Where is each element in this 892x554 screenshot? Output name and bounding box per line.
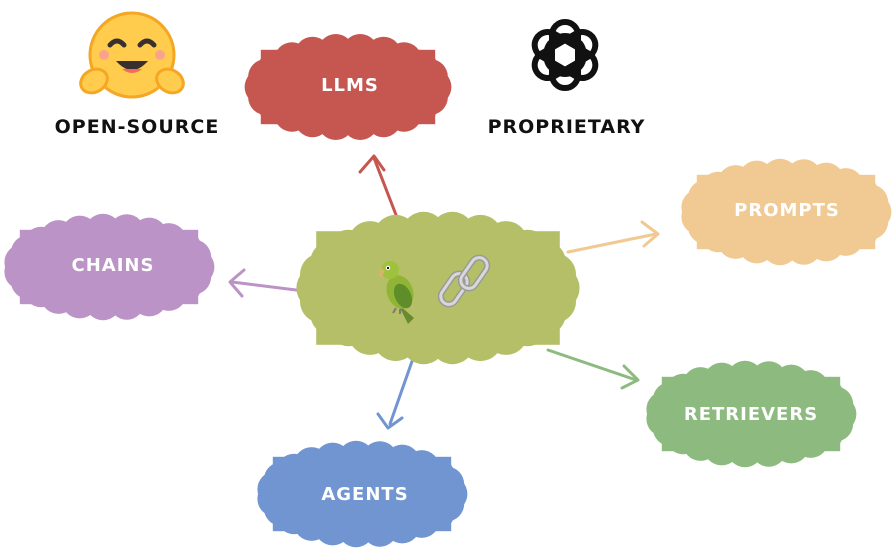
center-cloud — [296, 211, 580, 365]
agents-cloud — [257, 440, 468, 548]
open-source-label: OPEN-SOURCE — [54, 116, 220, 138]
arrow-to-retrievers — [546, 348, 640, 390]
prompts-cloud — [681, 158, 892, 266]
arrow-to-agents — [376, 348, 418, 430]
chains-label: CHAINS — [71, 255, 155, 276]
openai-logo-icon — [531, 19, 599, 91]
chains-cloud — [4, 213, 215, 321]
llms-cloud — [244, 34, 452, 140]
hugging-face-icon — [79, 11, 185, 99]
agents-label: AGENTS — [321, 484, 409, 505]
proprietary-label: PROPRIETARY — [487, 116, 646, 138]
retrievers-cloud — [646, 360, 857, 468]
arrow-to-prompts — [566, 220, 660, 254]
retrievers-label: RETRIEVERS — [683, 404, 819, 425]
arrow-to-llms — [358, 154, 400, 222]
prompts-label: PROMPTS — [734, 200, 840, 221]
llms-label: LLMS — [321, 75, 379, 96]
